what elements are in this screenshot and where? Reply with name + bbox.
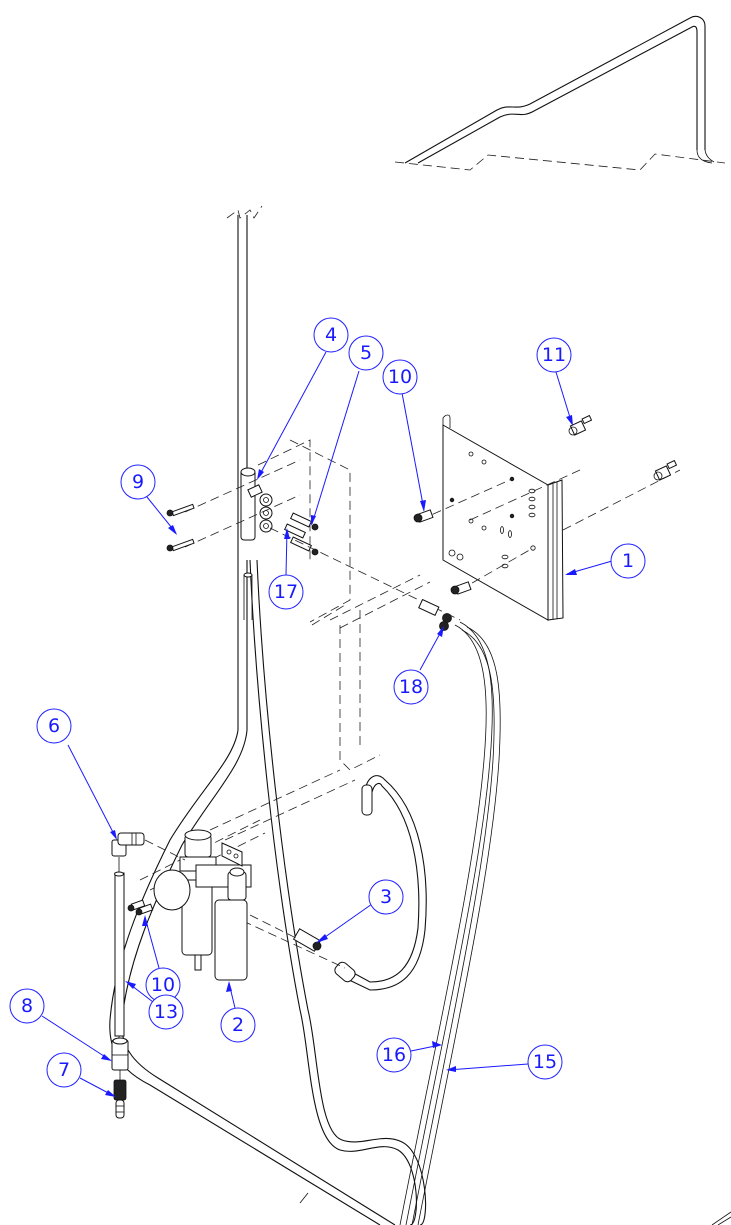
balloon-label: 13 bbox=[154, 1001, 178, 1023]
clamp-block bbox=[240, 467, 273, 620]
balloon-item-16: 16 bbox=[376, 1037, 442, 1073]
balloon-item-5: 5 bbox=[311, 335, 384, 526]
balloon-item-8: 8 bbox=[9, 988, 112, 1061]
filter-regulator bbox=[139, 819, 301, 981]
balloon-item-6: 6 bbox=[36, 708, 117, 840]
balloon-label: 10 bbox=[388, 366, 412, 388]
balloon-label: 5 bbox=[360, 342, 372, 364]
balloon-item-10-regulator: 10 bbox=[142, 915, 181, 1003]
balloon-label: 7 bbox=[58, 1059, 70, 1081]
tubing-lines-15-16 bbox=[399, 621, 501, 1225]
balloon-label: 9 bbox=[132, 471, 144, 493]
balloon-label: 18 bbox=[399, 676, 423, 698]
hidden-mount-outline bbox=[209, 439, 431, 841]
balloon-label: 3 bbox=[380, 886, 392, 908]
balloon-item-2: 2 bbox=[220, 981, 256, 1043]
balloon-label: 4 bbox=[325, 324, 337, 346]
balloon-label: 17 bbox=[274, 581, 298, 603]
balloon-item-4: 4 bbox=[257, 317, 349, 480]
balloon-item-11: 11 bbox=[536, 337, 573, 426]
frame-tube-top bbox=[394, 15, 726, 171]
return-tube-loop bbox=[334, 775, 427, 991]
balloon-item-1: 1 bbox=[565, 543, 646, 579]
balloon-label: 15 bbox=[533, 1051, 557, 1073]
balloon-label: 10 bbox=[151, 974, 175, 996]
vertical-fitting-stack bbox=[111, 832, 186, 1119]
balloon-item-17: 17 bbox=[268, 528, 304, 610]
balloon-item-10-bracket: 10 bbox=[382, 359, 426, 512]
hex-standoffs bbox=[568, 414, 678, 481]
bracket-screws bbox=[413, 509, 472, 595]
balloon-item-18: 18 bbox=[393, 626, 444, 705]
balloon-item-3: 3 bbox=[316, 879, 404, 943]
balloon-label: 11 bbox=[542, 344, 566, 366]
balloon-label: 16 bbox=[382, 1044, 406, 1066]
balloon-label: 6 bbox=[48, 715, 60, 737]
balloon-item-9: 9 bbox=[120, 464, 177, 535]
balloon-label: 2 bbox=[232, 1014, 244, 1036]
balloon-item-7: 7 bbox=[46, 1052, 116, 1097]
balloon-item-15: 15 bbox=[446, 1044, 563, 1080]
straight-fitting bbox=[229, 914, 346, 969]
y-connector bbox=[418, 598, 452, 631]
balloon-label: 1 bbox=[622, 550, 634, 572]
mounting-bracket bbox=[419, 414, 681, 621]
frame-corner-stub bbox=[711, 1211, 731, 1225]
balloon-label: 8 bbox=[21, 995, 33, 1017]
long-screws bbox=[166, 459, 301, 552]
regulator-screws bbox=[127, 899, 154, 916]
balloon-item-13: 13 bbox=[125, 981, 184, 1030]
